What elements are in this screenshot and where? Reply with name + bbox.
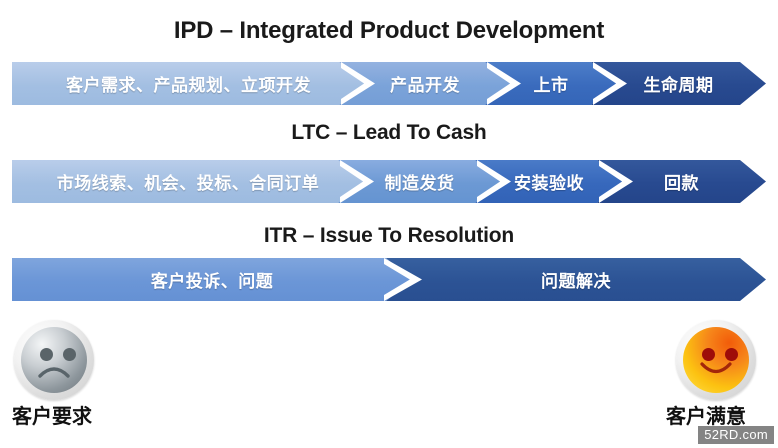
- happy-face-left-eye: [702, 348, 715, 361]
- itr-stage-1-label: 客户投诉、问题: [150, 272, 274, 291]
- site-watermark: 52RD.com: [698, 426, 774, 444]
- sad-face-icon: [14, 320, 94, 400]
- ipd-section-title: IPD – Integrated Product Development: [173, 17, 605, 44]
- itr-process-chevron: 客户投诉、问题 问题解决: [12, 258, 766, 301]
- ipd-stage-1-label: 客户需求、产品规划、立项开发: [66, 76, 311, 95]
- sad-face-right-eye: [63, 348, 76, 361]
- happy-face-inner: [683, 327, 749, 393]
- itr-stage-2[interactable]: 问题解决: [386, 258, 766, 301]
- sad-face-inner: [21, 327, 87, 393]
- itr-stage-2-label: 问题解决: [541, 272, 611, 291]
- customer-satisfaction-label: 客户满意: [666, 406, 746, 428]
- happy-face-icon: [676, 320, 756, 400]
- ltc-process-chevron: 市场线索、机会、投标、合同订单 制造发货 安装验收 回款: [12, 160, 766, 203]
- ltc-stage-1-label: 市场线索、机会、投标、合同订单: [56, 174, 320, 193]
- ipd-stage-2-label: 产品开发: [390, 76, 460, 95]
- itr-section-title: ITR – Issue To Resolution: [263, 224, 515, 247]
- customer-requirement-label: 客户要求: [12, 406, 92, 428]
- happy-face-right-eye: [725, 348, 738, 361]
- ltc-stage-1[interactable]: 市场线索、机会、投标、合同订单: [12, 160, 364, 203]
- ltc-stage-2-label: 制造发货: [384, 174, 455, 193]
- sad-face-mouth: [37, 359, 71, 379]
- customer-requirement-face: [14, 320, 94, 400]
- sad-face-left-eye: [40, 348, 53, 361]
- customer-satisfaction-face: [676, 320, 756, 400]
- ipd-stage-1[interactable]: 客户需求、产品规划、立项开发: [12, 62, 365, 105]
- ipd-stage-3-label: 上市: [533, 76, 569, 95]
- ipd-stage-4[interactable]: 生命周期: [591, 62, 766, 105]
- ltc-stage-4-label: 回款: [664, 174, 699, 193]
- itr-stage-1[interactable]: 客户投诉、问题: [12, 258, 412, 301]
- happy-face-mouth: [699, 359, 733, 379]
- ltc-stage-3-label: 安装验收: [514, 174, 584, 193]
- ltc-section-title: LTC – Lead To Cash: [291, 121, 487, 144]
- ipd-stage-4-label: 生命周期: [643, 76, 714, 95]
- ipd-process-chevron: 客户需求、产品规划、立项开发 产品开发 上市 生命周期: [12, 62, 766, 105]
